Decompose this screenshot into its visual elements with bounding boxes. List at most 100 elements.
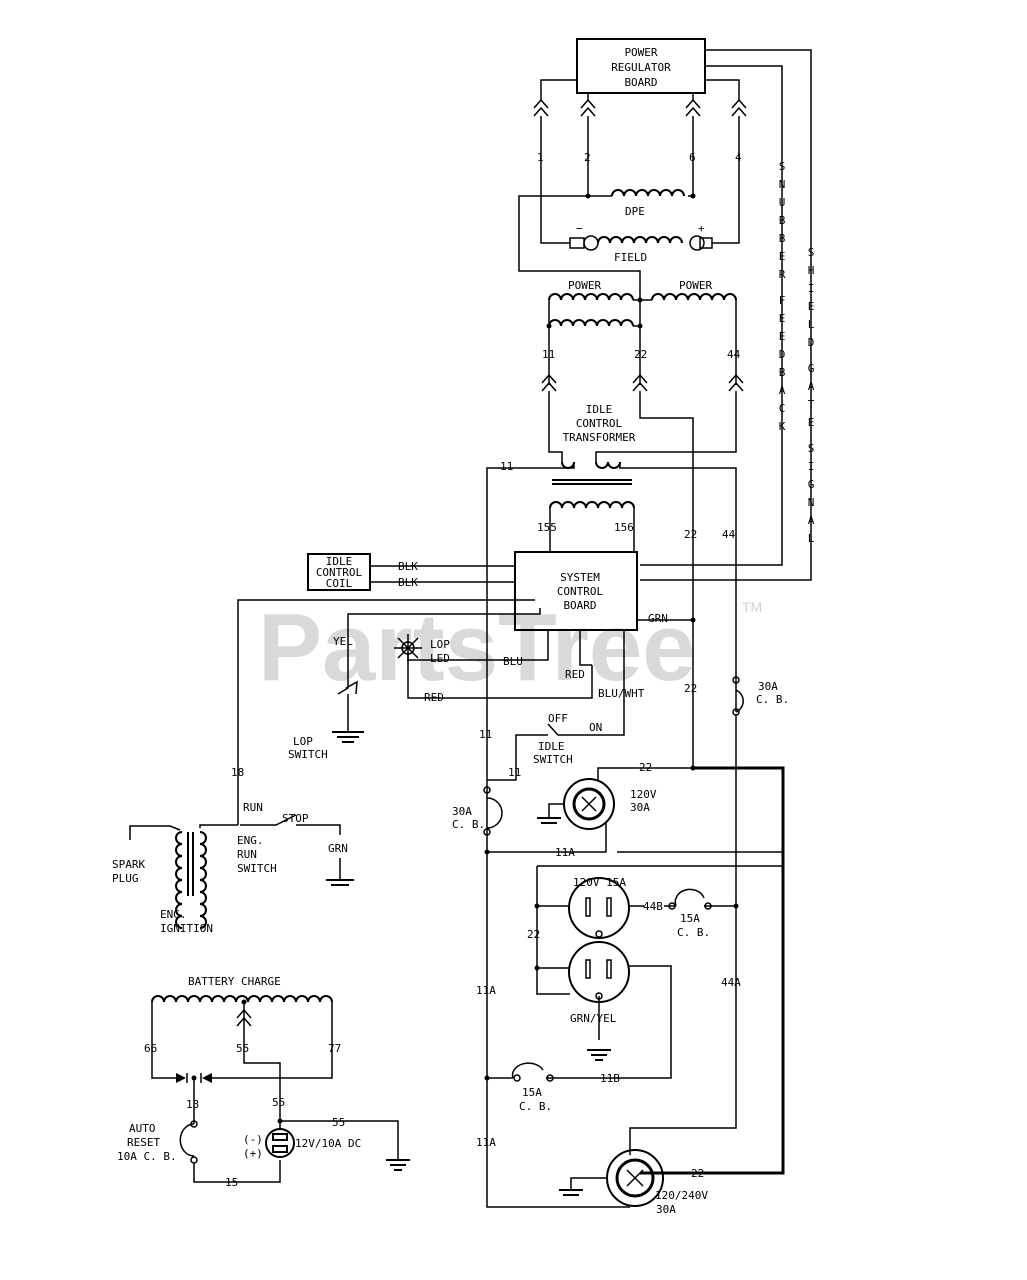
svg-text:GRN: GRN bbox=[328, 842, 348, 855]
svg-text:I: I bbox=[808, 282, 815, 295]
svg-text:22: 22 bbox=[634, 348, 647, 361]
svg-text:IDLE: IDLE bbox=[586, 403, 613, 416]
svg-text:REGULATOR: REGULATOR bbox=[611, 61, 671, 74]
svg-text:RUN: RUN bbox=[237, 848, 257, 861]
svg-text:G: G bbox=[808, 362, 815, 375]
svg-text:LOP: LOP bbox=[430, 638, 450, 651]
svg-text:L: L bbox=[808, 532, 815, 545]
svg-text:N: N bbox=[779, 178, 786, 191]
svg-text:U: U bbox=[779, 196, 786, 209]
svg-text:SPARK: SPARK bbox=[112, 858, 145, 871]
svg-text:R: R bbox=[779, 268, 786, 281]
svg-text:BLU/WHT: BLU/WHT bbox=[598, 687, 645, 700]
svg-text:RESET: RESET bbox=[127, 1136, 160, 1149]
svg-text:15A: 15A bbox=[522, 1086, 542, 1099]
svg-text:C. B.: C. B. bbox=[756, 693, 789, 706]
svg-text:15: 15 bbox=[225, 1176, 238, 1189]
svg-text:C. B.: C. B. bbox=[677, 926, 710, 939]
svg-text:E: E bbox=[779, 330, 786, 343]
svg-text:30A: 30A bbox=[630, 801, 650, 814]
power-coil-1 bbox=[548, 293, 634, 301]
svg-text:FIELD: FIELD bbox=[614, 251, 647, 264]
svg-text:18: 18 bbox=[231, 766, 244, 779]
svg-text:B: B bbox=[779, 214, 786, 227]
svg-text:+: + bbox=[698, 222, 705, 235]
svg-text:L: L bbox=[808, 318, 815, 331]
svg-text:ON: ON bbox=[589, 721, 602, 734]
svg-text:SWITCH: SWITCH bbox=[533, 753, 573, 766]
svg-text:C. B.: C. B. bbox=[452, 818, 485, 831]
svg-text:K: K bbox=[779, 420, 786, 433]
svg-text:ENG.: ENG. bbox=[160, 908, 187, 921]
svg-text:YEL: YEL bbox=[333, 635, 353, 648]
svg-text:22: 22 bbox=[684, 682, 697, 695]
lop-switch bbox=[332, 680, 364, 743]
svg-text:A: A bbox=[808, 380, 815, 393]
diodes bbox=[176, 1073, 212, 1083]
dpe-coil bbox=[611, 189, 685, 197]
svg-text:D: D bbox=[808, 336, 815, 349]
svg-text:11A: 11A bbox=[476, 1136, 496, 1149]
svg-text:GRN: GRN bbox=[648, 612, 668, 625]
svg-text:SWITCH: SWITCH bbox=[237, 862, 277, 875]
idle-control-coil: IDLE CONTROL COIL bbox=[307, 553, 371, 591]
power-coil-3 bbox=[651, 293, 737, 301]
svg-text:30A: 30A bbox=[758, 680, 778, 693]
svg-text:S: S bbox=[808, 246, 815, 259]
svg-text:11: 11 bbox=[542, 348, 555, 361]
connector-chevrons-2 bbox=[541, 373, 744, 392]
svg-text:22: 22 bbox=[527, 928, 540, 941]
bus-22 bbox=[640, 766, 785, 1175]
receptacle-120v-30a bbox=[563, 778, 615, 830]
power-coil-2 bbox=[548, 319, 634, 327]
svg-text:LOP: LOP bbox=[293, 735, 313, 748]
watermark-tm: TM bbox=[742, 599, 762, 615]
svg-text:ENG.: ENG. bbox=[237, 834, 264, 847]
svg-text:120V: 120V bbox=[630, 788, 657, 801]
svg-text:15A: 15A bbox=[680, 912, 700, 925]
svg-text:CONTROL: CONTROL bbox=[316, 566, 363, 579]
svg-text:IDLE: IDLE bbox=[326, 555, 353, 568]
svg-text:RED: RED bbox=[424, 691, 444, 704]
svg-text:BLK: BLK bbox=[398, 576, 418, 589]
shield-gate-signal-wire bbox=[640, 49, 812, 581]
svg-text:120V 15A: 120V 15A bbox=[573, 876, 626, 889]
battery-charge-coil-right bbox=[247, 995, 333, 1003]
svg-text:G: G bbox=[808, 478, 815, 491]
svg-text:D: D bbox=[779, 348, 786, 361]
svg-text:H: H bbox=[808, 264, 815, 277]
svg-text:−: − bbox=[576, 222, 583, 235]
shield-gate-signal-label: S H I E L D G A T E S I G N A L bbox=[808, 246, 815, 545]
svg-text:11: 11 bbox=[508, 766, 521, 779]
svg-text:RUN: RUN bbox=[243, 801, 263, 814]
svg-text:E: E bbox=[808, 416, 815, 429]
svg-text:N: N bbox=[808, 496, 815, 509]
connector-chevrons bbox=[533, 98, 747, 117]
dc-outlet bbox=[265, 1128, 295, 1158]
svg-text:11A: 11A bbox=[555, 846, 575, 859]
svg-text:A: A bbox=[808, 514, 815, 527]
svg-text:CONTROL: CONTROL bbox=[576, 417, 623, 430]
svg-text:11: 11 bbox=[479, 728, 492, 741]
svg-text:POWER: POWER bbox=[568, 279, 601, 292]
svg-text:22: 22 bbox=[684, 528, 697, 541]
svg-text:44: 44 bbox=[722, 528, 736, 541]
svg-text:C: C bbox=[779, 402, 786, 415]
svg-text:BLK: BLK bbox=[398, 560, 418, 573]
svg-text:GRN/YEL: GRN/YEL bbox=[570, 1012, 617, 1025]
power-regulator-board: POWER REGULATOR BOARD bbox=[576, 38, 706, 94]
svg-text:SYSTEM: SYSTEM bbox=[560, 571, 600, 584]
svg-text:55: 55 bbox=[236, 1042, 249, 1055]
svg-text:(+): (+) bbox=[243, 1147, 263, 1160]
field-coil bbox=[597, 236, 683, 244]
svg-text:B: B bbox=[779, 232, 786, 245]
svg-text:DPE: DPE bbox=[625, 205, 645, 218]
svg-text:22: 22 bbox=[639, 761, 652, 774]
system-control-board: SYSTEM CONTROL BOARD bbox=[514, 551, 638, 631]
svg-text:77: 77 bbox=[328, 1042, 341, 1055]
svg-text:44B: 44B bbox=[643, 900, 663, 913]
svg-text:RED: RED bbox=[565, 668, 585, 681]
svg-text:F: F bbox=[779, 294, 786, 307]
svg-text:I: I bbox=[808, 460, 815, 473]
